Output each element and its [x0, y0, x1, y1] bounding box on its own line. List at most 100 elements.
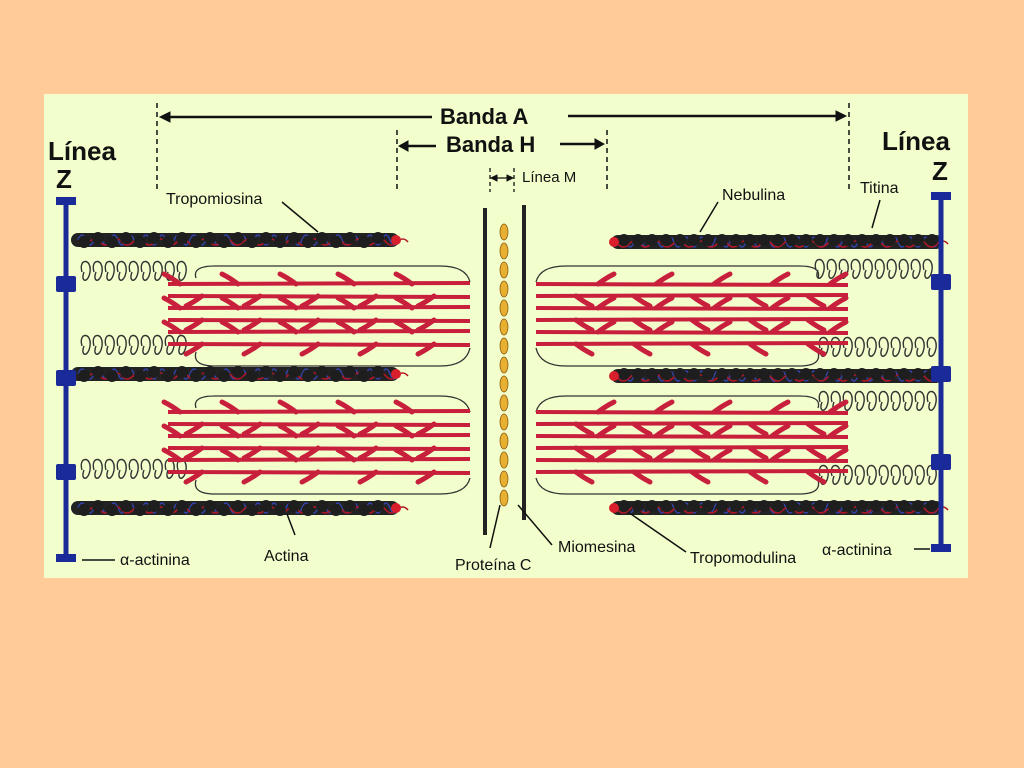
- myosin-head: [161, 271, 183, 287]
- actin-bead: [716, 500, 728, 512]
- myosin-head: [689, 293, 711, 309]
- actin-bead: [190, 504, 202, 516]
- actin-bead: [302, 504, 314, 516]
- myosin-head: [827, 447, 849, 463]
- myosin-filament: [167, 305, 471, 310]
- myosin-head: [595, 399, 617, 415]
- myosin-head: [827, 319, 849, 335]
- alfa-actinina-left-label: α-actinina: [120, 552, 190, 569]
- actin-bead: [204, 232, 216, 244]
- myosin-head: [689, 469, 711, 485]
- actin-bead: [660, 368, 672, 380]
- myosin-head: [769, 447, 791, 463]
- myosin-filament: [535, 282, 849, 287]
- myosin-head: [689, 421, 711, 437]
- alpha-actinin-cap: [56, 276, 76, 292]
- myosin-head: [747, 421, 769, 437]
- actin-bead: [218, 504, 230, 516]
- actin-bead: [800, 368, 812, 380]
- myosin-head: [393, 399, 415, 415]
- actin-bead: [786, 234, 798, 246]
- m-line: [483, 205, 526, 535]
- actin-bead: [800, 500, 812, 512]
- actin-bead: [702, 368, 714, 380]
- actin-bead: [842, 368, 854, 380]
- actin-bead: [330, 236, 342, 248]
- actin-bead: [316, 366, 328, 378]
- alpha-actinin-cap: [931, 274, 951, 290]
- m-line-bead: [499, 394, 509, 412]
- actin-bead: [120, 500, 132, 512]
- titin-spring: [80, 458, 187, 479]
- myosin-head: [241, 421, 263, 437]
- myosin-head: [335, 447, 357, 463]
- actin-bead: [674, 368, 686, 380]
- alfa-actinina-right-label: α-actinina: [822, 542, 892, 559]
- myosin-head: [241, 341, 263, 357]
- actin-bead: [106, 236, 118, 248]
- myosin-head: [277, 295, 299, 311]
- myosin-head: [653, 271, 675, 287]
- m-line-bead: [499, 451, 509, 469]
- actin-bead: [106, 370, 118, 382]
- myosin-head: [747, 469, 769, 485]
- leader-lines: [82, 199, 930, 561]
- actin-bead: [646, 500, 658, 512]
- myosin-head: [827, 423, 849, 439]
- actin-bead: [688, 500, 700, 512]
- actin-bead: [106, 504, 118, 516]
- myosin-head: [415, 469, 437, 485]
- myosin-head: [415, 341, 437, 357]
- actin-bead: [926, 500, 938, 512]
- actin-thin-filaments: [71, 232, 949, 516]
- myosin-head: [161, 319, 183, 335]
- myosin-head: [711, 423, 733, 439]
- myosin-head: [299, 341, 321, 357]
- actin-bead: [148, 232, 160, 244]
- actin-bead: [884, 368, 896, 380]
- actin-bead: [302, 236, 314, 248]
- m-line-bead: [499, 223, 509, 241]
- titin-spring: [80, 260, 187, 281]
- actin-bead: [716, 234, 728, 246]
- actin-bead: [660, 234, 672, 246]
- m-line-bead: [499, 375, 509, 393]
- myosin-head: [183, 445, 205, 461]
- actin-bead: [232, 500, 244, 512]
- myosin-head: [805, 421, 827, 437]
- myosin-head: [747, 293, 769, 309]
- actin-bead: [218, 236, 230, 248]
- actin-bead: [842, 234, 854, 246]
- actin-bead: [288, 500, 300, 512]
- tropomodulin-cap: [609, 503, 619, 513]
- myosin-head: [711, 271, 733, 287]
- actin-bead: [702, 234, 714, 246]
- actin-bead: [786, 500, 798, 512]
- actin-bead: [702, 500, 714, 512]
- myosin-head: [241, 469, 263, 485]
- titin-spring: [818, 390, 937, 411]
- m-line-bead: [499, 299, 509, 317]
- myosin-head: [219, 319, 241, 335]
- actin-bead: [926, 234, 938, 246]
- actin-bead: [92, 500, 104, 512]
- m-line-bead: [499, 413, 509, 431]
- myosin-head: [357, 341, 379, 357]
- myosin-head: [299, 317, 321, 333]
- myosin-head: [747, 317, 769, 333]
- myosin-head: [573, 469, 595, 485]
- actin-bead: [884, 234, 896, 246]
- myosin-head: [335, 271, 357, 287]
- myosin-head: [219, 271, 241, 287]
- actin-bead: [618, 234, 630, 246]
- m-line-bead: [499, 470, 509, 488]
- actin-bead: [814, 500, 826, 512]
- myosin-head: [357, 469, 379, 485]
- myosin-head: [805, 469, 827, 485]
- myosin-head: [805, 445, 827, 461]
- myosin-filament: [535, 330, 849, 335]
- actin-bead: [316, 500, 328, 512]
- myosin-filament: [167, 409, 471, 414]
- myosin-head: [595, 319, 617, 335]
- myosin-head: [183, 317, 205, 333]
